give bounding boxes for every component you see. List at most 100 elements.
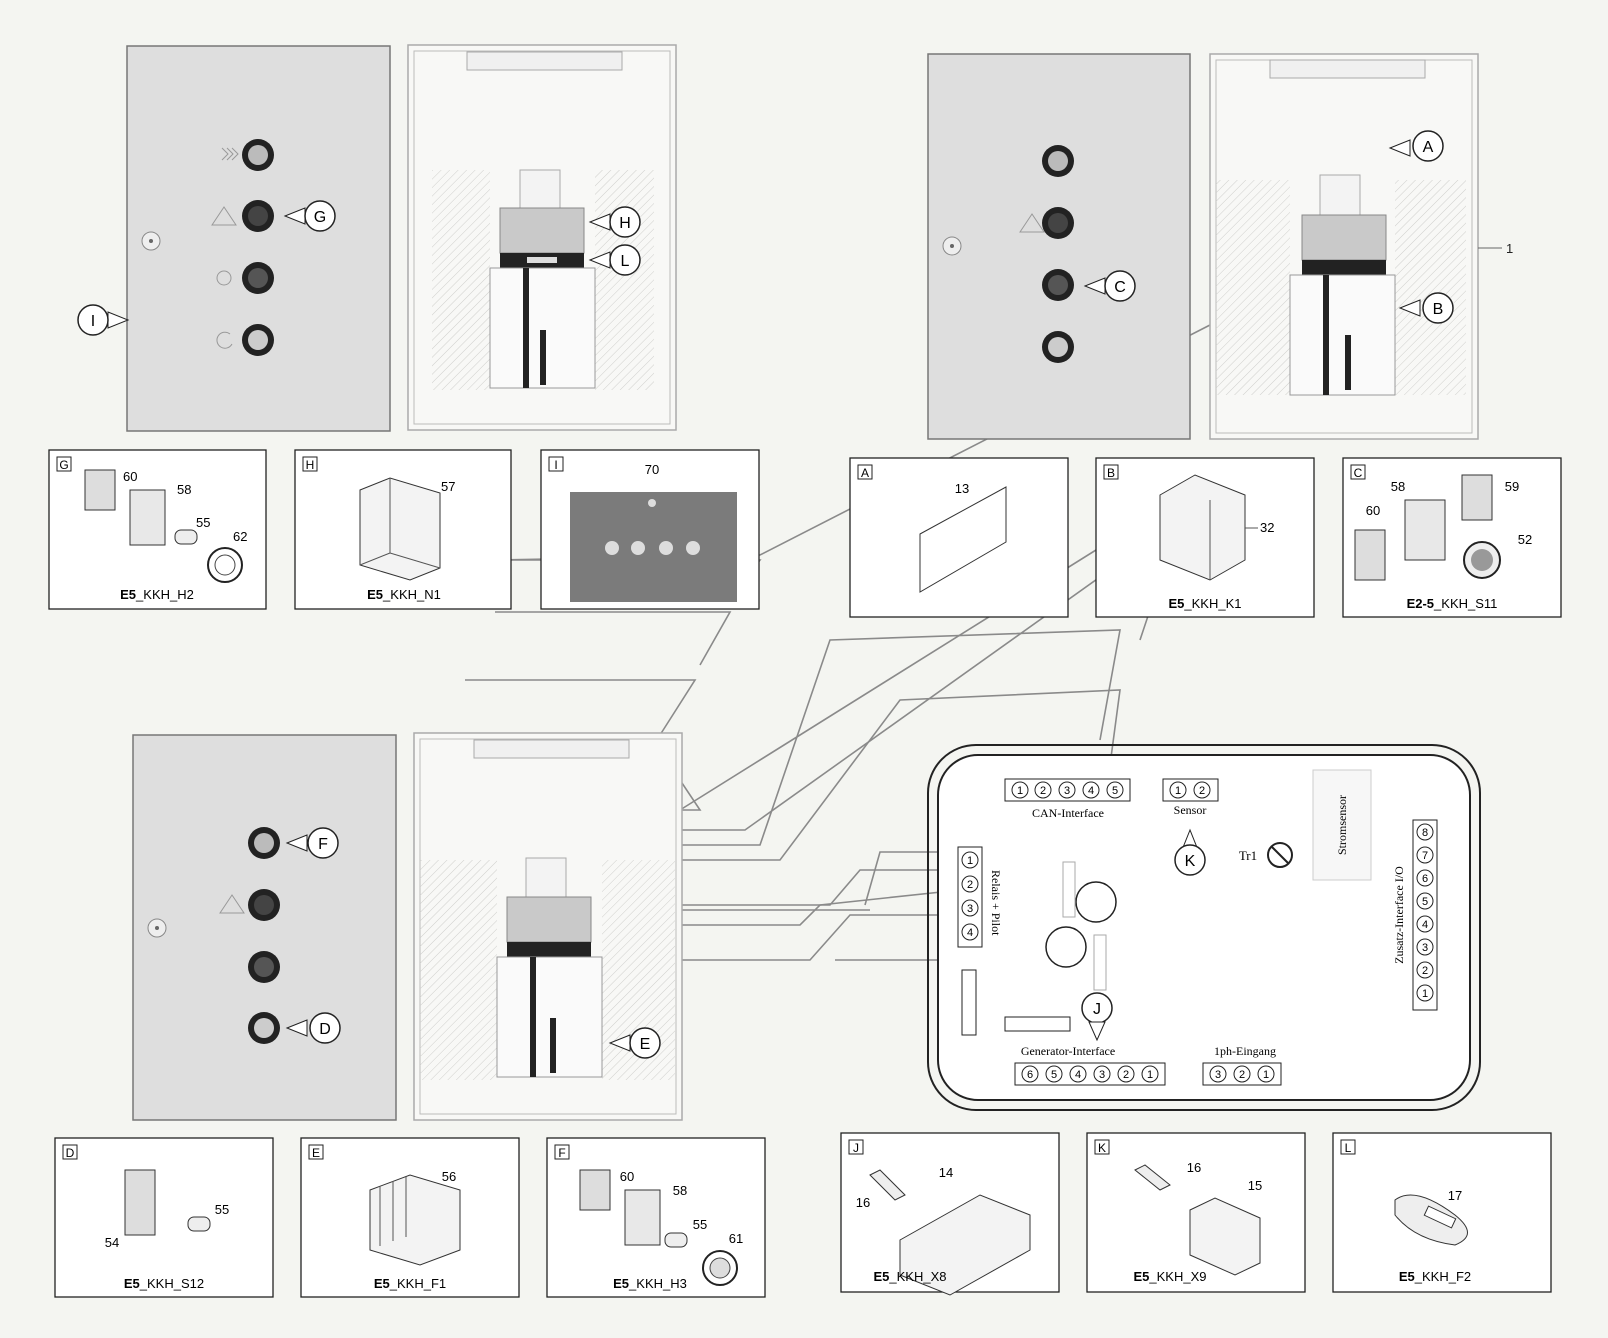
part-box-A: A 13: [849, 457, 1069, 618]
callout-L: L: [621, 253, 630, 270]
svg-text:L: L: [1345, 1141, 1352, 1155]
svg-text:D: D: [66, 1146, 75, 1160]
svg-text:58: 58: [1391, 479, 1405, 494]
svg-text:8: 8: [1422, 827, 1428, 839]
svg-text:Relais + Pilot: Relais + Pilot: [989, 870, 1003, 936]
heating-symbol-icon: [221, 147, 239, 161]
svg-text:Tr1: Tr1: [1239, 848, 1257, 863]
svg-text:3: 3: [967, 903, 973, 915]
svg-text:32: 32: [1260, 520, 1274, 535]
part-box-C: C 58 59 60 52 E2-5_KKH_S11: [1342, 457, 1562, 618]
svg-text:2: 2: [1123, 1069, 1129, 1081]
svg-text:E5_KKH_H2: E5_KKH_H2: [120, 587, 194, 602]
svg-text:59: 59: [1505, 479, 1519, 494]
svg-text:7: 7: [1422, 850, 1428, 862]
svg-text:E: E: [312, 1146, 320, 1160]
callouts: G H L I A B C F D E: [77, 130, 1454, 1059]
svg-text:55: 55: [215, 1202, 229, 1217]
svg-text:J: J: [853, 1141, 859, 1155]
callout-G: G: [314, 209, 326, 226]
svg-text:6: 6: [1027, 1069, 1033, 1081]
cabinet-door-top-left: [126, 45, 391, 432]
svg-text:1: 1: [1263, 1069, 1269, 1081]
svg-text:16: 16: [1187, 1160, 1201, 1175]
controller-board: 1 2 3 4 5 CAN-Interface 1 2 Sensor Strom…: [927, 744, 1481, 1111]
svg-text:70: 70: [645, 462, 659, 477]
svg-text:2: 2: [1199, 785, 1205, 797]
svg-text:55: 55: [693, 1217, 707, 1232]
svg-text:62: 62: [233, 529, 247, 544]
pilot-light: [242, 139, 274, 171]
svg-text:2: 2: [967, 879, 973, 891]
svg-text:E5_KKH_S12: E5_KKH_S12: [124, 1276, 204, 1291]
svg-text:Sensor: Sensor: [1174, 803, 1207, 817]
svg-text:1: 1: [1017, 785, 1023, 797]
svg-text:52: 52: [1518, 532, 1532, 547]
svg-text:E5_KKH_X8: E5_KKH_X8: [874, 1269, 947, 1284]
svg-text:Generator-Interface: Generator-Interface: [1021, 1044, 1115, 1058]
cabinet-door-top-right: [927, 53, 1191, 440]
part-box-I: I 70: [540, 449, 760, 610]
part-box-J: J 14 16 E5_KKH_X8: [840, 1132, 1060, 1296]
svg-text:C: C: [1354, 466, 1363, 480]
svg-text:13: 13: [955, 481, 969, 496]
cabinet-interior-top-right: 1: [1209, 53, 1513, 440]
svg-text:1: 1: [1422, 988, 1428, 1000]
svg-text:F: F: [558, 1146, 565, 1160]
part-box-E: E 56 E5_KKH_F1: [300, 1137, 520, 1298]
callout-A: A: [1423, 139, 1434, 156]
svg-text:4: 4: [1422, 919, 1428, 931]
svg-text:1: 1: [1147, 1069, 1153, 1081]
svg-text:1: 1: [967, 855, 973, 867]
svg-text:CAN-Interface: CAN-Interface: [1032, 806, 1104, 820]
svg-text:2: 2: [1040, 785, 1046, 797]
callout-B: B: [1433, 301, 1444, 318]
svg-text:3: 3: [1099, 1069, 1105, 1081]
svg-text:E5_KKH_K1: E5_KKH_K1: [1169, 596, 1242, 611]
svg-text:E5_KKH_X9: E5_KKH_X9: [1134, 1269, 1207, 1284]
svg-text:55: 55: [196, 515, 210, 530]
thermometer-icon: [216, 270, 232, 286]
callout-F: F: [318, 836, 328, 853]
svg-text:15: 15: [1248, 1178, 1262, 1193]
svg-text:3: 3: [1215, 1069, 1221, 1081]
reset-icon: [216, 331, 233, 349]
svg-text:1ph-Eingang: 1ph-Eingang: [1214, 1044, 1276, 1058]
svg-text:60: 60: [1366, 503, 1380, 518]
svg-text:14: 14: [939, 1165, 953, 1180]
svg-text:4: 4: [1075, 1069, 1081, 1081]
svg-text:57: 57: [441, 479, 455, 494]
svg-text:E5_KKH_N1: E5_KKH_N1: [367, 587, 441, 602]
svg-text:2: 2: [1239, 1069, 1245, 1081]
svg-text:5: 5: [1051, 1069, 1057, 1081]
svg-text:E5_KKH_F1: E5_KKH_F1: [374, 1276, 446, 1291]
warning-triangle-icon: [211, 206, 237, 226]
part-box-B: B 32 E5_KKH_K1: [1095, 457, 1315, 618]
part-box-G: G 60 58 55 62 E5_KKH_H2: [48, 449, 267, 610]
svg-text:E2-5_KKH_S11: E2-5_KKH_S11: [1407, 596, 1498, 611]
svg-text:3: 3: [1064, 785, 1070, 797]
cabinet-interior-top-left: [407, 44, 677, 431]
svg-text:6: 6: [1422, 873, 1428, 885]
svg-text:60: 60: [620, 1169, 634, 1184]
svg-text:G: G: [59, 458, 68, 472]
cabinet-label: 1: [1506, 241, 1513, 256]
svg-text:E5_KKH_F2: E5_KKH_F2: [1399, 1269, 1471, 1284]
push-button: [242, 324, 274, 356]
callout-J: J: [1093, 1001, 1101, 1018]
svg-text:60: 60: [123, 469, 137, 484]
svg-text:5: 5: [1112, 785, 1118, 797]
callout-H: H: [619, 215, 631, 232]
svg-text:2: 2: [1422, 965, 1428, 977]
callout-C: C: [1114, 279, 1126, 296]
svg-text:Stromsensor: Stromsensor: [1335, 795, 1349, 855]
callout-K: K: [1185, 853, 1196, 870]
svg-text:K: K: [1098, 1141, 1106, 1155]
svg-text:4: 4: [967, 927, 973, 939]
part-box-L: L 17 E5_KKH_F2: [1332, 1132, 1552, 1293]
svg-text:H: H: [306, 458, 315, 472]
svg-text:4: 4: [1088, 785, 1094, 797]
svg-text:58: 58: [177, 482, 191, 497]
callout-E: E: [640, 1036, 651, 1053]
